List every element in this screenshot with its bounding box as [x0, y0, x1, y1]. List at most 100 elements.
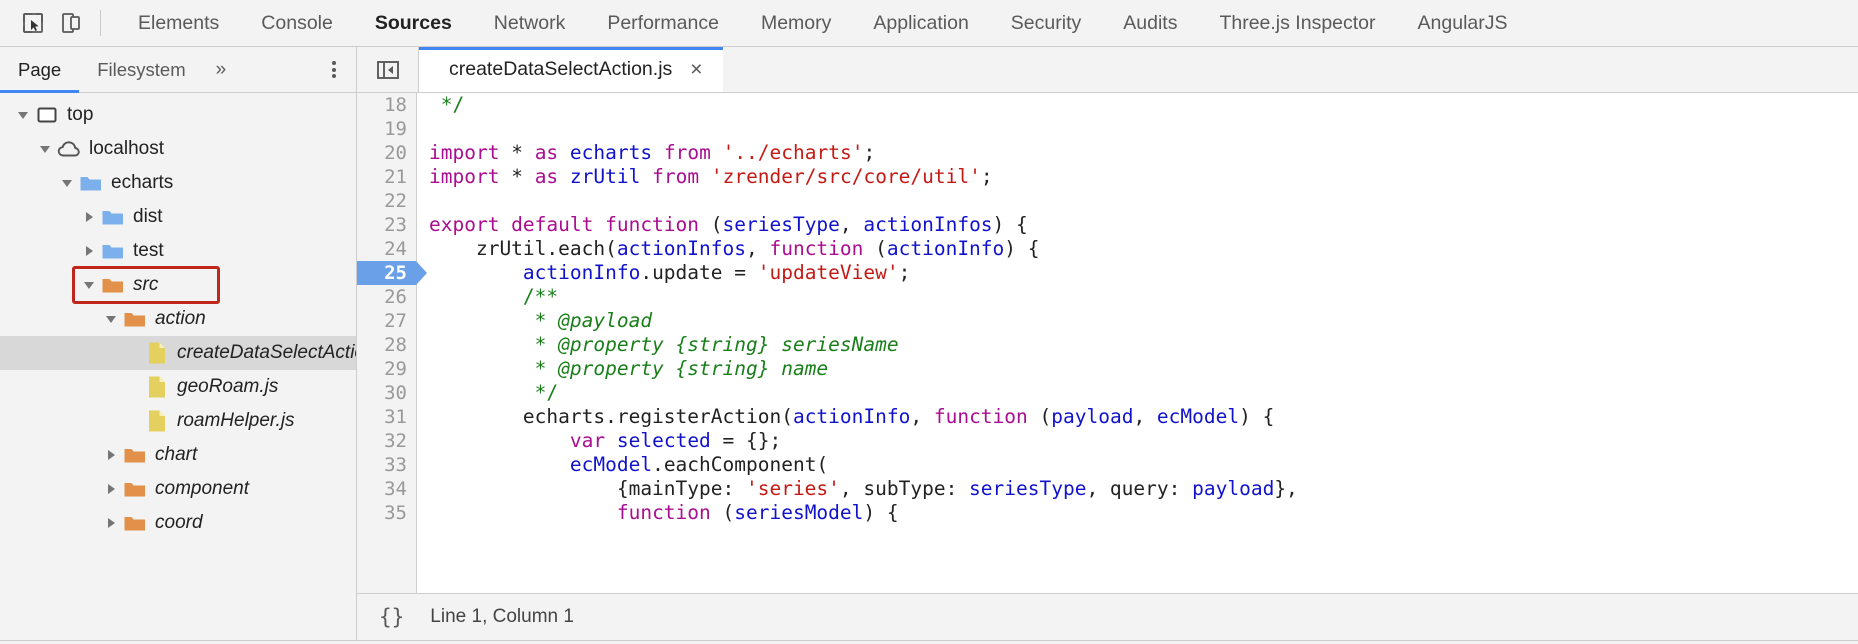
tree-item-label: chart [155, 444, 198, 465]
chevron-right-icon[interactable] [100, 448, 122, 463]
code-line: */ [429, 93, 1858, 117]
line-number[interactable]: 31 [384, 406, 407, 428]
tree-item-createdataselectaction-js[interactable]: createDataSelectAction.js [0, 336, 356, 370]
code-token: .update = [640, 261, 758, 284]
nav-tab-page[interactable]: Page [0, 47, 80, 93]
chevron-down-icon[interactable] [78, 278, 100, 293]
chevron-right-icon[interactable] [100, 516, 122, 531]
tree-item-component[interactable]: component [0, 472, 356, 506]
tree-item-dist[interactable]: dist [0, 200, 356, 234]
code-token: ; [980, 165, 993, 188]
line-number[interactable]: 19 [384, 118, 407, 140]
line-number[interactable]: 20 [384, 142, 407, 164]
tree-item-echarts[interactable]: echarts [0, 166, 356, 200]
tab-sources[interactable]: Sources [374, 11, 452, 34]
folder-orange-icon [122, 309, 148, 329]
code-token: ( [863, 237, 887, 260]
folder-orange-icon [122, 445, 148, 465]
editor-file-tab-label: createDataSelectAction.js [449, 58, 673, 80]
line-number[interactable]: 24 [384, 238, 407, 260]
tree-item-label: coord [155, 512, 203, 533]
tab-memory[interactable]: Memory [760, 11, 832, 34]
code-token: ) { [1004, 237, 1040, 260]
collapse-sidebar-icon[interactable] [357, 47, 419, 92]
chevron-right-icon[interactable] [78, 210, 100, 225]
line-number[interactable]: 27 [384, 310, 407, 332]
tab-security[interactable]: Security [1010, 11, 1082, 34]
code-token: selected [616, 429, 711, 452]
code-token: actionInfo [792, 405, 911, 428]
chevron-right-icon[interactable] [100, 482, 122, 497]
line-number[interactable]: 29 [384, 358, 407, 380]
folder-blue-icon [78, 173, 104, 193]
tree-item-roamhelper-js[interactable]: roamHelper.js [0, 404, 356, 438]
tab-angularjs[interactable]: AngularJS [1417, 11, 1508, 34]
code-token: */ [429, 381, 559, 404]
chevron-down-icon[interactable] [100, 312, 122, 327]
code-token: * [499, 141, 535, 164]
line-number[interactable]: 32 [384, 430, 407, 452]
tab-audits[interactable]: Audits [1123, 11, 1178, 34]
close-icon[interactable]: × [690, 58, 703, 81]
line-number[interactable]: 25 [357, 261, 427, 285]
inspect-cursor-icon[interactable] [14, 4, 52, 42]
code-token [558, 165, 570, 188]
editor-tabstrip: createDataSelectAction.js × [357, 47, 1858, 93]
tab-performance[interactable]: Performance [607, 11, 719, 34]
code-token: ; [898, 261, 911, 284]
code-token: function [933, 405, 1028, 428]
code-token: as [534, 165, 559, 188]
nav-more-tabs-icon[interactable]: » [215, 58, 227, 80]
devtools-toolbar: Elements Console Sources Network Perform… [0, 0, 1858, 47]
line-number[interactable]: 22 [384, 190, 407, 212]
line-number[interactable]: 21 [384, 166, 407, 188]
code-token: , [910, 405, 934, 428]
device-toolbar-icon[interactable] [52, 4, 90, 42]
line-number[interactable]: 23 [384, 214, 407, 236]
more-options-icon[interactable] [312, 47, 356, 92]
tree-item-test[interactable]: test [0, 234, 356, 268]
nav-tab-filesystem[interactable]: Filesystem [97, 58, 186, 80]
panel-tab-list: Elements Console Sources Network Perform… [117, 0, 1529, 47]
code-token [429, 453, 570, 476]
code-line: import * as echarts from '../echarts'; [429, 141, 1858, 165]
chevron-right-icon[interactable] [78, 244, 100, 259]
line-number[interactable]: 30 [384, 382, 407, 404]
code-line: var selected = {}; [429, 429, 1858, 453]
tab-elements[interactable]: Elements [138, 11, 220, 34]
line-number[interactable]: 33 [384, 454, 407, 476]
pretty-print-icon[interactable]: {} [379, 605, 405, 629]
code-token: * @property {string} name [429, 357, 829, 380]
line-number[interactable]: 28 [384, 334, 407, 356]
chevron-down-icon[interactable] [56, 176, 78, 191]
line-number[interactable]: 26 [384, 286, 407, 308]
tree-item-label: src [133, 274, 159, 295]
code-line: /** [429, 285, 1858, 309]
tab-application[interactable]: Application [873, 11, 969, 34]
code-line: import * as zrUtil from 'zrender/src/cor… [429, 165, 1858, 189]
folder-orange-icon [122, 479, 148, 499]
tree-item-top[interactable]: top [0, 98, 356, 132]
chevron-down-icon[interactable] [12, 108, 34, 123]
tree-item-chart[interactable]: chart [0, 438, 356, 472]
chevron-down-icon[interactable] [34, 142, 56, 157]
cursor-position-label: Line 1, Column 1 [430, 606, 574, 627]
tree-item-localhost[interactable]: localhost [0, 132, 356, 166]
code-scroll-area[interactable]: */ import * as echarts from '../echarts'… [417, 93, 1858, 593]
code-line: */ [429, 381, 1858, 405]
tab-threejs-inspector[interactable]: Three.js Inspector [1219, 11, 1376, 34]
line-number[interactable]: 35 [384, 502, 407, 524]
code-token: {mainType: [429, 477, 746, 500]
tab-console[interactable]: Console [261, 11, 333, 34]
code-token: 'updateView' [757, 261, 899, 284]
editor-file-tab[interactable]: createDataSelectAction.js × [419, 47, 723, 92]
code-token: from [663, 141, 711, 164]
tree-item-coord[interactable]: coord [0, 506, 356, 540]
line-number[interactable]: 18 [384, 94, 407, 116]
tree-item-src[interactable]: src [0, 268, 356, 302]
tree-item-georoam-js[interactable]: geoRoam.js [0, 370, 356, 404]
tab-network[interactable]: Network [493, 11, 566, 34]
line-number[interactable]: 34 [384, 478, 407, 500]
tree-item-action[interactable]: action [0, 302, 356, 336]
